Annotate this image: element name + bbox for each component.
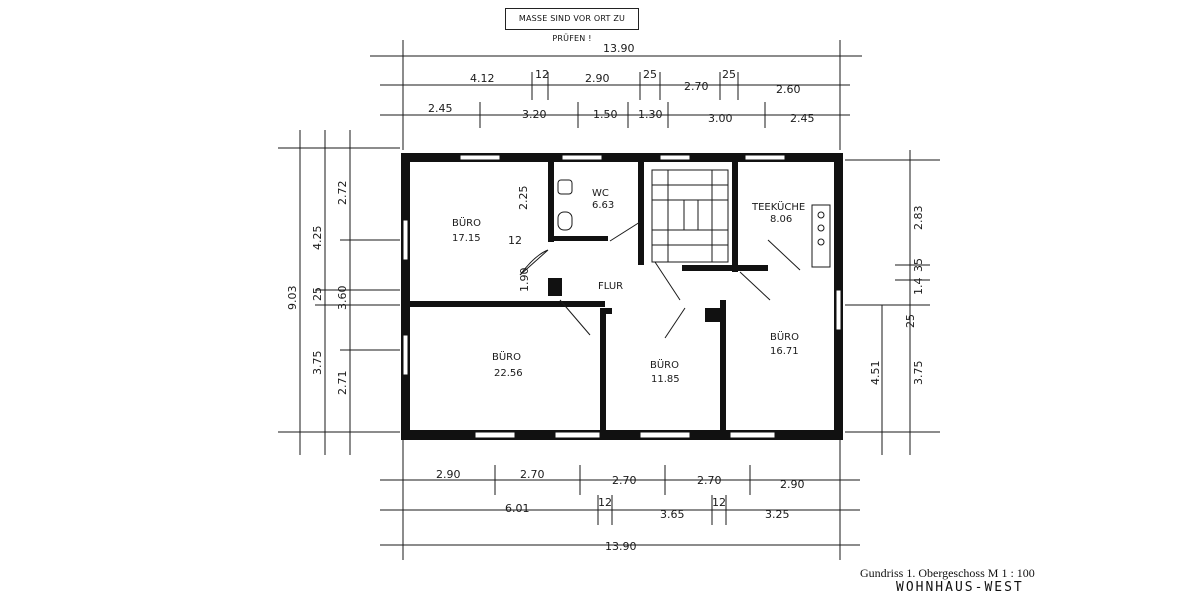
room-kitchen-name: TEEKÜCHE [751,200,805,213]
dim-top-r2-6: 2.45 [790,112,815,125]
dim-bottom-r2-3: 3.65 [660,508,685,521]
dim-left-c1-1: 4.25 [311,226,324,251]
room-kitchen-area: 8.06 [770,214,792,225]
dim-top-total: 13.90 [603,42,635,55]
room-buero-1-name: BÜRO [452,216,481,229]
dim-top-r1-2: 12 [535,68,549,81]
plan-caption-handwritten: WOHNHAUS-WEST [896,580,1024,595]
note-check-dimensions: MASSE SIND VOR ORT ZU PRÜFEN ! [505,8,639,43]
dim-right-c2-3: 1.4 [912,278,925,296]
inner-dimensions: 2.25 12 1.90 [508,186,531,293]
dim-top-r2-1: 2.45 [428,102,453,115]
dim-inner-12: 12 [508,234,522,247]
dim-left-c1-2: 25 [311,287,324,301]
dim-top-r2-3: 1.50 [593,108,618,121]
dim-top-r2-4: 1.30 [638,108,663,121]
dim-bottom-r2-2: 12 [598,496,612,509]
top-dimensions: 13.90 4.12 12 2.90 25 2.70 25 2.60 2.45 … [370,40,862,150]
dim-right-c2-4: 25 [904,314,917,328]
dim-bottom-r1-4: 2.70 [697,474,722,487]
room-wc-area: 6.63 [592,200,614,211]
dim-top-r1-5: 2.70 [684,80,709,93]
room-buero-2-name: BÜRO [492,350,521,363]
dim-top-r1-4: 25 [643,68,657,81]
dim-top-r2-5: 3.00 [708,112,733,125]
room-buero-4-area: 16.71 [770,346,799,357]
dim-right-c1-1: 4.51 [869,361,882,386]
dim-bottom-r2-5: 3.25 [765,508,790,521]
door-swings [519,221,801,339]
wc-fixtures [557,179,573,231]
dim-top-r1-6: 25 [722,68,736,81]
dim-left-total: 9.03 [286,286,299,311]
kitchen-fixtures [811,204,831,268]
dim-bottom-r1-2: 2.70 [520,468,545,481]
dim-left-c1-3: 3.75 [311,351,324,376]
room-buero-3-area: 11.85 [651,374,680,385]
room-labels: BÜRO 17.15 WC 6.63 TEEKÜCHE 8.06 FLUR BÜ… [452,188,805,385]
right-dimensions: 4.51 2.83 35 1.4 25 3.75 [845,150,940,455]
dim-bottom-total: 13.90 [605,540,637,553]
dim-top-r1-1: 4.12 [470,72,495,85]
room-flur-name: FLUR [598,281,623,292]
room-buero-2-area: 22.56 [494,368,523,379]
dim-left-c2-3: 2.71 [336,371,349,396]
dim-left-c2-2: 3.60 [336,286,349,311]
dim-top-r1-3: 2.90 [585,72,610,85]
plan-caption: Gundriss 1. Obergeschoss M 1 : 100 [860,566,1035,580]
dim-bottom-r1-5: 2.90 [780,478,805,491]
room-wc-name: WC [592,188,609,199]
dim-top-r1-7: 2.60 [776,83,801,96]
dim-left-c2-1: 2.72 [336,181,349,206]
dim-right-c2-1: 2.83 [912,206,925,231]
room-buero-3-name: BÜRO [650,358,679,371]
outer-walls [401,153,843,440]
dim-bottom-r2-1: 6.01 [505,502,530,515]
room-buero-1-area: 17.15 [452,233,481,244]
left-dimensions: 9.03 4.25 25 3.75 2.72 3.60 2.71 [278,130,400,455]
dim-top-r2-2: 3.20 [522,108,547,121]
staircase [651,169,729,263]
dim-bottom-r2-4: 12 [712,496,726,509]
dim-right-c2-2: 35 [912,258,925,272]
dim-bottom-r1-3: 2.70 [612,474,637,487]
room-buero-4-name: BÜRO [770,330,799,343]
dim-inner-190: 1.90 [518,268,531,293]
dim-right-c2-5: 3.75 [912,361,925,386]
dim-bottom-r1-1: 2.90 [436,468,461,481]
inner-walls [405,160,768,433]
dim-inner-225: 2.25 [517,186,530,211]
bottom-dimensions: 2.90 2.70 2.70 2.70 2.90 6.01 12 3.65 12… [380,440,860,560]
